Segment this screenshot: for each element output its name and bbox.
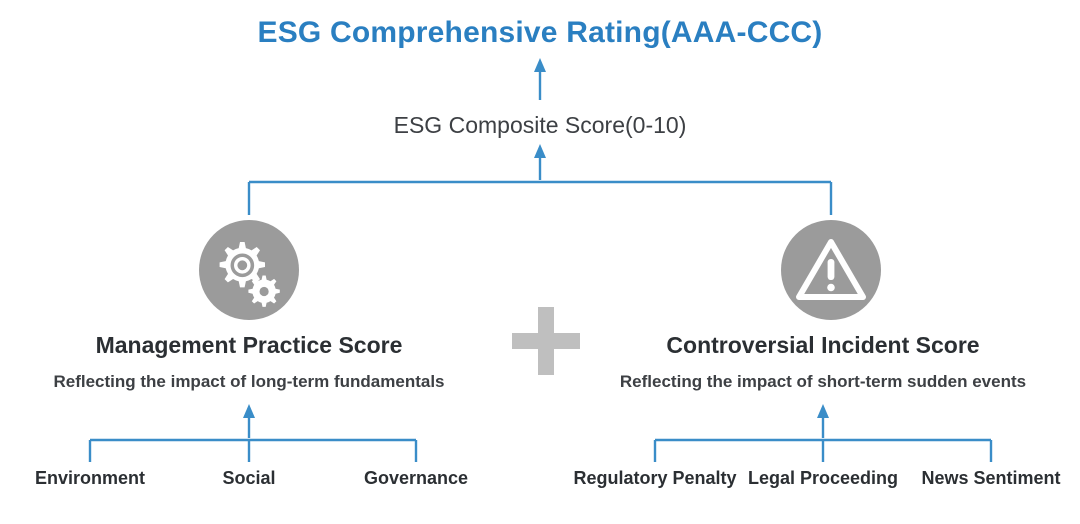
page-title: ESG Comprehensive Rating(AAA-CCC) [257, 16, 823, 49]
leaf-news-sentiment: News Sentiment [921, 468, 1061, 488]
leaf-legal-proceeding: Legal Proceeding [747, 468, 899, 488]
management-practice-title: Management Practice Score [95, 332, 403, 358]
controversial-incident-subtitle: Reflecting the impact of short-term sudd… [619, 372, 1027, 391]
leaf-social: Social [222, 468, 276, 488]
warning-triangle-icon [796, 239, 866, 300]
leaf-governance: Governance [363, 468, 469, 488]
composite-score-label: ESG Composite Score(0-10) [393, 112, 687, 138]
controversial-incident-title: Controversial Incident Score [666, 332, 980, 358]
leaf-environment: Environment [34, 468, 145, 488]
controversial-incident-icon-circle [781, 220, 881, 320]
gears-icon [219, 242, 280, 307]
leaf-regulatory-penalty: Regulatory Penalty [573, 468, 737, 488]
management-practice-subtitle: Reflecting the impact of long-term funda… [53, 372, 445, 391]
plus-icon [512, 307, 580, 375]
management-practice-icon-circle [199, 220, 299, 320]
